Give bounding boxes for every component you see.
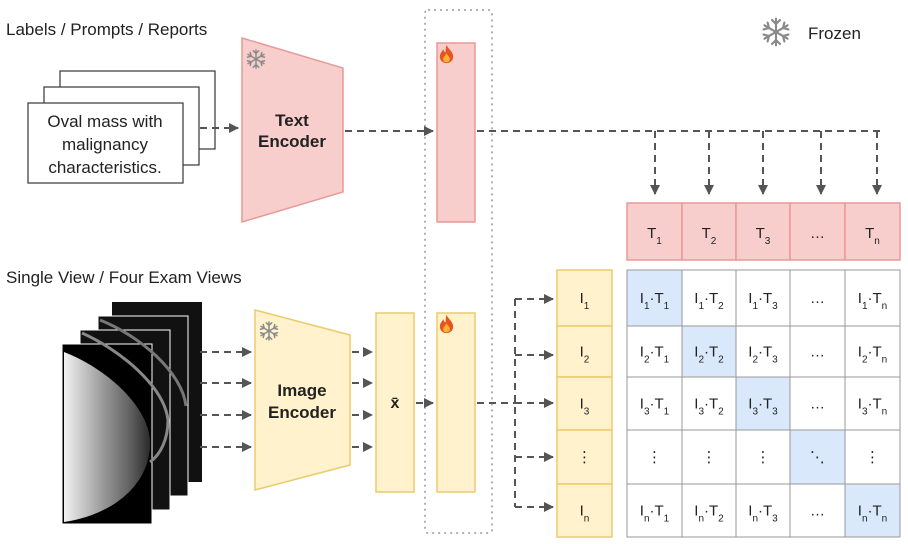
snowflake-icon [762, 17, 790, 47]
text-embedding-label: T3 [756, 225, 771, 247]
matrix-cell-label: ⋮ [865, 449, 880, 466]
matrix-cell [626, 325, 683, 378]
report-line: characteristics. [48, 158, 161, 177]
text-embedding-cell [735, 202, 791, 261]
matrix-cell [789, 376, 846, 431]
image-flow-arrows [200, 294, 554, 512]
matrix-diagonal-cell [844, 483, 901, 538]
matrix-cell-label: … [810, 503, 825, 520]
text-flow-arrows [200, 123, 882, 195]
matrix-cell-label: ⋱ [810, 449, 825, 466]
matrix-diagonal-cell [735, 376, 791, 431]
text-embedding-label: T2 [702, 225, 717, 247]
matrix-cell-label: I2·T3 [748, 344, 778, 366]
pooled-feature [375, 312, 415, 493]
matrix-cell-label: In·Tn [858, 503, 887, 525]
matrix-cell-label: I1·T2 [694, 290, 724, 312]
text-projection [436, 42, 476, 223]
text-embedding-label: … [810, 225, 825, 242]
xbar-label: x̄ [391, 395, 400, 412]
image-encoder-label: Encoder [268, 403, 336, 422]
matrix-cell-label: … [810, 290, 825, 307]
image-embedding-label: I3 [580, 396, 590, 418]
matrix-cell-label: I3·T2 [694, 396, 724, 418]
image-projection [436, 312, 476, 493]
matrix-cell-label: In·T2 [694, 503, 724, 525]
matrix-cell [626, 483, 683, 538]
matrix-cell-label: ⋮ [647, 449, 662, 466]
matrix-cell-label: I1·T1 [640, 290, 670, 312]
matrix-cell [844, 429, 901, 485]
matrix-cell [844, 269, 901, 327]
image-embedding-cell [556, 483, 613, 538]
matrix-cell-label: ⋮ [756, 449, 771, 466]
matrix-cell [681, 483, 737, 538]
image-embedding-cell [556, 429, 613, 485]
matrix-cell [735, 483, 791, 538]
matrix-cell-label: I3·T3 [748, 396, 778, 418]
text-embedding-row: T1 T2 T3 … Tn [626, 202, 901, 261]
image-encoder [254, 309, 351, 491]
image-embedding-cell [556, 269, 613, 327]
matrix-cell-label: I3·T1 [640, 396, 670, 418]
matrix-cell-label: In·T3 [748, 503, 778, 525]
matrix-cell-label: I2·Tn [858, 344, 887, 366]
matrix-cell-label: I1·Tn [858, 290, 887, 312]
matrix-cell [626, 429, 683, 485]
text-encoder-label: Encoder [258, 132, 326, 151]
matrix-cell [789, 269, 846, 327]
text-encoder-label: Text [275, 111, 309, 130]
matrix-cell-label: I3·Tn [858, 396, 887, 418]
text-encoder [241, 36, 344, 224]
matrix-cell-label: I1·T3 [748, 290, 778, 312]
matrix-cell-label: … [810, 344, 825, 361]
matrix-diagonal-cell [789, 429, 846, 485]
matrix-cell [844, 376, 901, 431]
matrix-cell [626, 376, 683, 431]
frozen-legend: Frozen [808, 24, 861, 43]
report-line: malignancy [62, 135, 148, 154]
image-embedding-label: ⋮ [577, 449, 592, 466]
matrix-cell-label: ⋮ [702, 449, 717, 466]
matrix-cell [681, 376, 737, 431]
text-embedding-label: T1 [647, 225, 662, 247]
text-embedding-cell [844, 202, 901, 261]
projection-group [424, 9, 493, 534]
matrix-cell [789, 483, 846, 538]
report-stack: Oval mass with malignancy characteristic… [27, 70, 216, 184]
matrix-cell [735, 325, 791, 378]
image-embedding-label: In [580, 503, 590, 525]
image-embedding-cell [556, 325, 613, 378]
matrix-cell [735, 269, 791, 327]
mammogram-stack [61, 302, 202, 525]
image-embedding-cell [556, 376, 613, 431]
image-embedding-label: I2 [580, 344, 590, 366]
matrix-cell-label: I2·T1 [640, 344, 670, 366]
image-source-title: Single View / Four Exam Views [6, 268, 242, 287]
image-encoder-label: Image [277, 381, 326, 400]
matrix-cell [735, 429, 791, 485]
matrix-cell-label: … [810, 396, 825, 413]
matrix-cell [844, 325, 901, 378]
image-embedding-label: I1 [580, 290, 590, 312]
text-embedding-label: Tn [865, 225, 880, 247]
matrix-cell-label: In·T1 [640, 503, 670, 525]
text-source-title: Labels / Prompts / Reports [6, 20, 207, 39]
report-line: Oval mass with [47, 112, 162, 131]
matrix-cell-label: I2·T2 [694, 344, 724, 366]
